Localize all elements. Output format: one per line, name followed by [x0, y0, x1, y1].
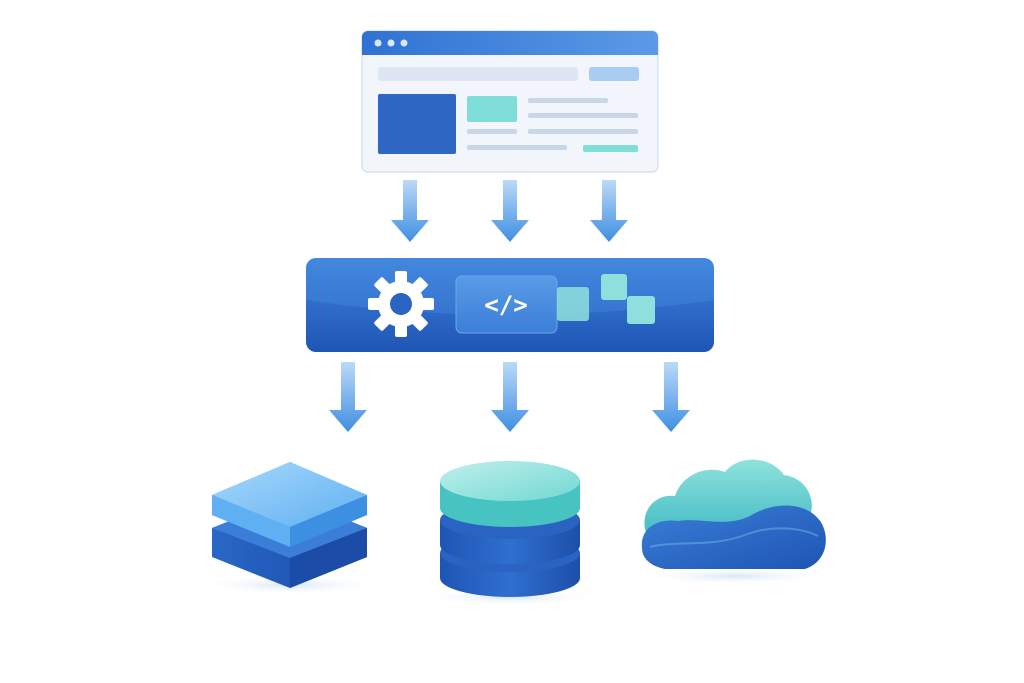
down-arrow-icon — [491, 180, 529, 242]
text-line — [467, 129, 517, 134]
accent-line — [583, 145, 638, 152]
text-line — [528, 129, 638, 134]
text-line — [467, 145, 567, 150]
window-dot — [400, 39, 408, 47]
code-icon: </> — [455, 275, 558, 334]
down-arrow-icon — [590, 180, 628, 242]
database-icon — [415, 461, 605, 606]
service-layer-bar: </> — [306, 258, 714, 352]
window-dot — [374, 39, 382, 47]
browser-window-icon — [361, 30, 659, 173]
down-arrow-icon — [391, 180, 429, 242]
down-arrow-icon — [652, 362, 690, 432]
accent-block — [467, 96, 517, 122]
module-blocks-icon — [557, 274, 655, 324]
code-symbol-text: </> — [484, 291, 527, 319]
browser-title-bar — [362, 31, 658, 55]
cloud-icon — [635, 459, 835, 585]
arrows-middle-to-bottom — [329, 362, 690, 432]
address-bar — [378, 67, 578, 81]
down-arrow-icon — [329, 362, 367, 432]
arrows-top-to-middle — [391, 180, 628, 242]
layers-stack-icon — [195, 462, 385, 595]
gear-icon — [368, 271, 434, 337]
down-arrow-icon — [491, 362, 529, 432]
browser-button — [589, 67, 639, 81]
text-line — [528, 113, 638, 118]
image-placeholder — [378, 94, 456, 154]
window-dot — [387, 39, 395, 47]
text-line — [528, 98, 608, 103]
